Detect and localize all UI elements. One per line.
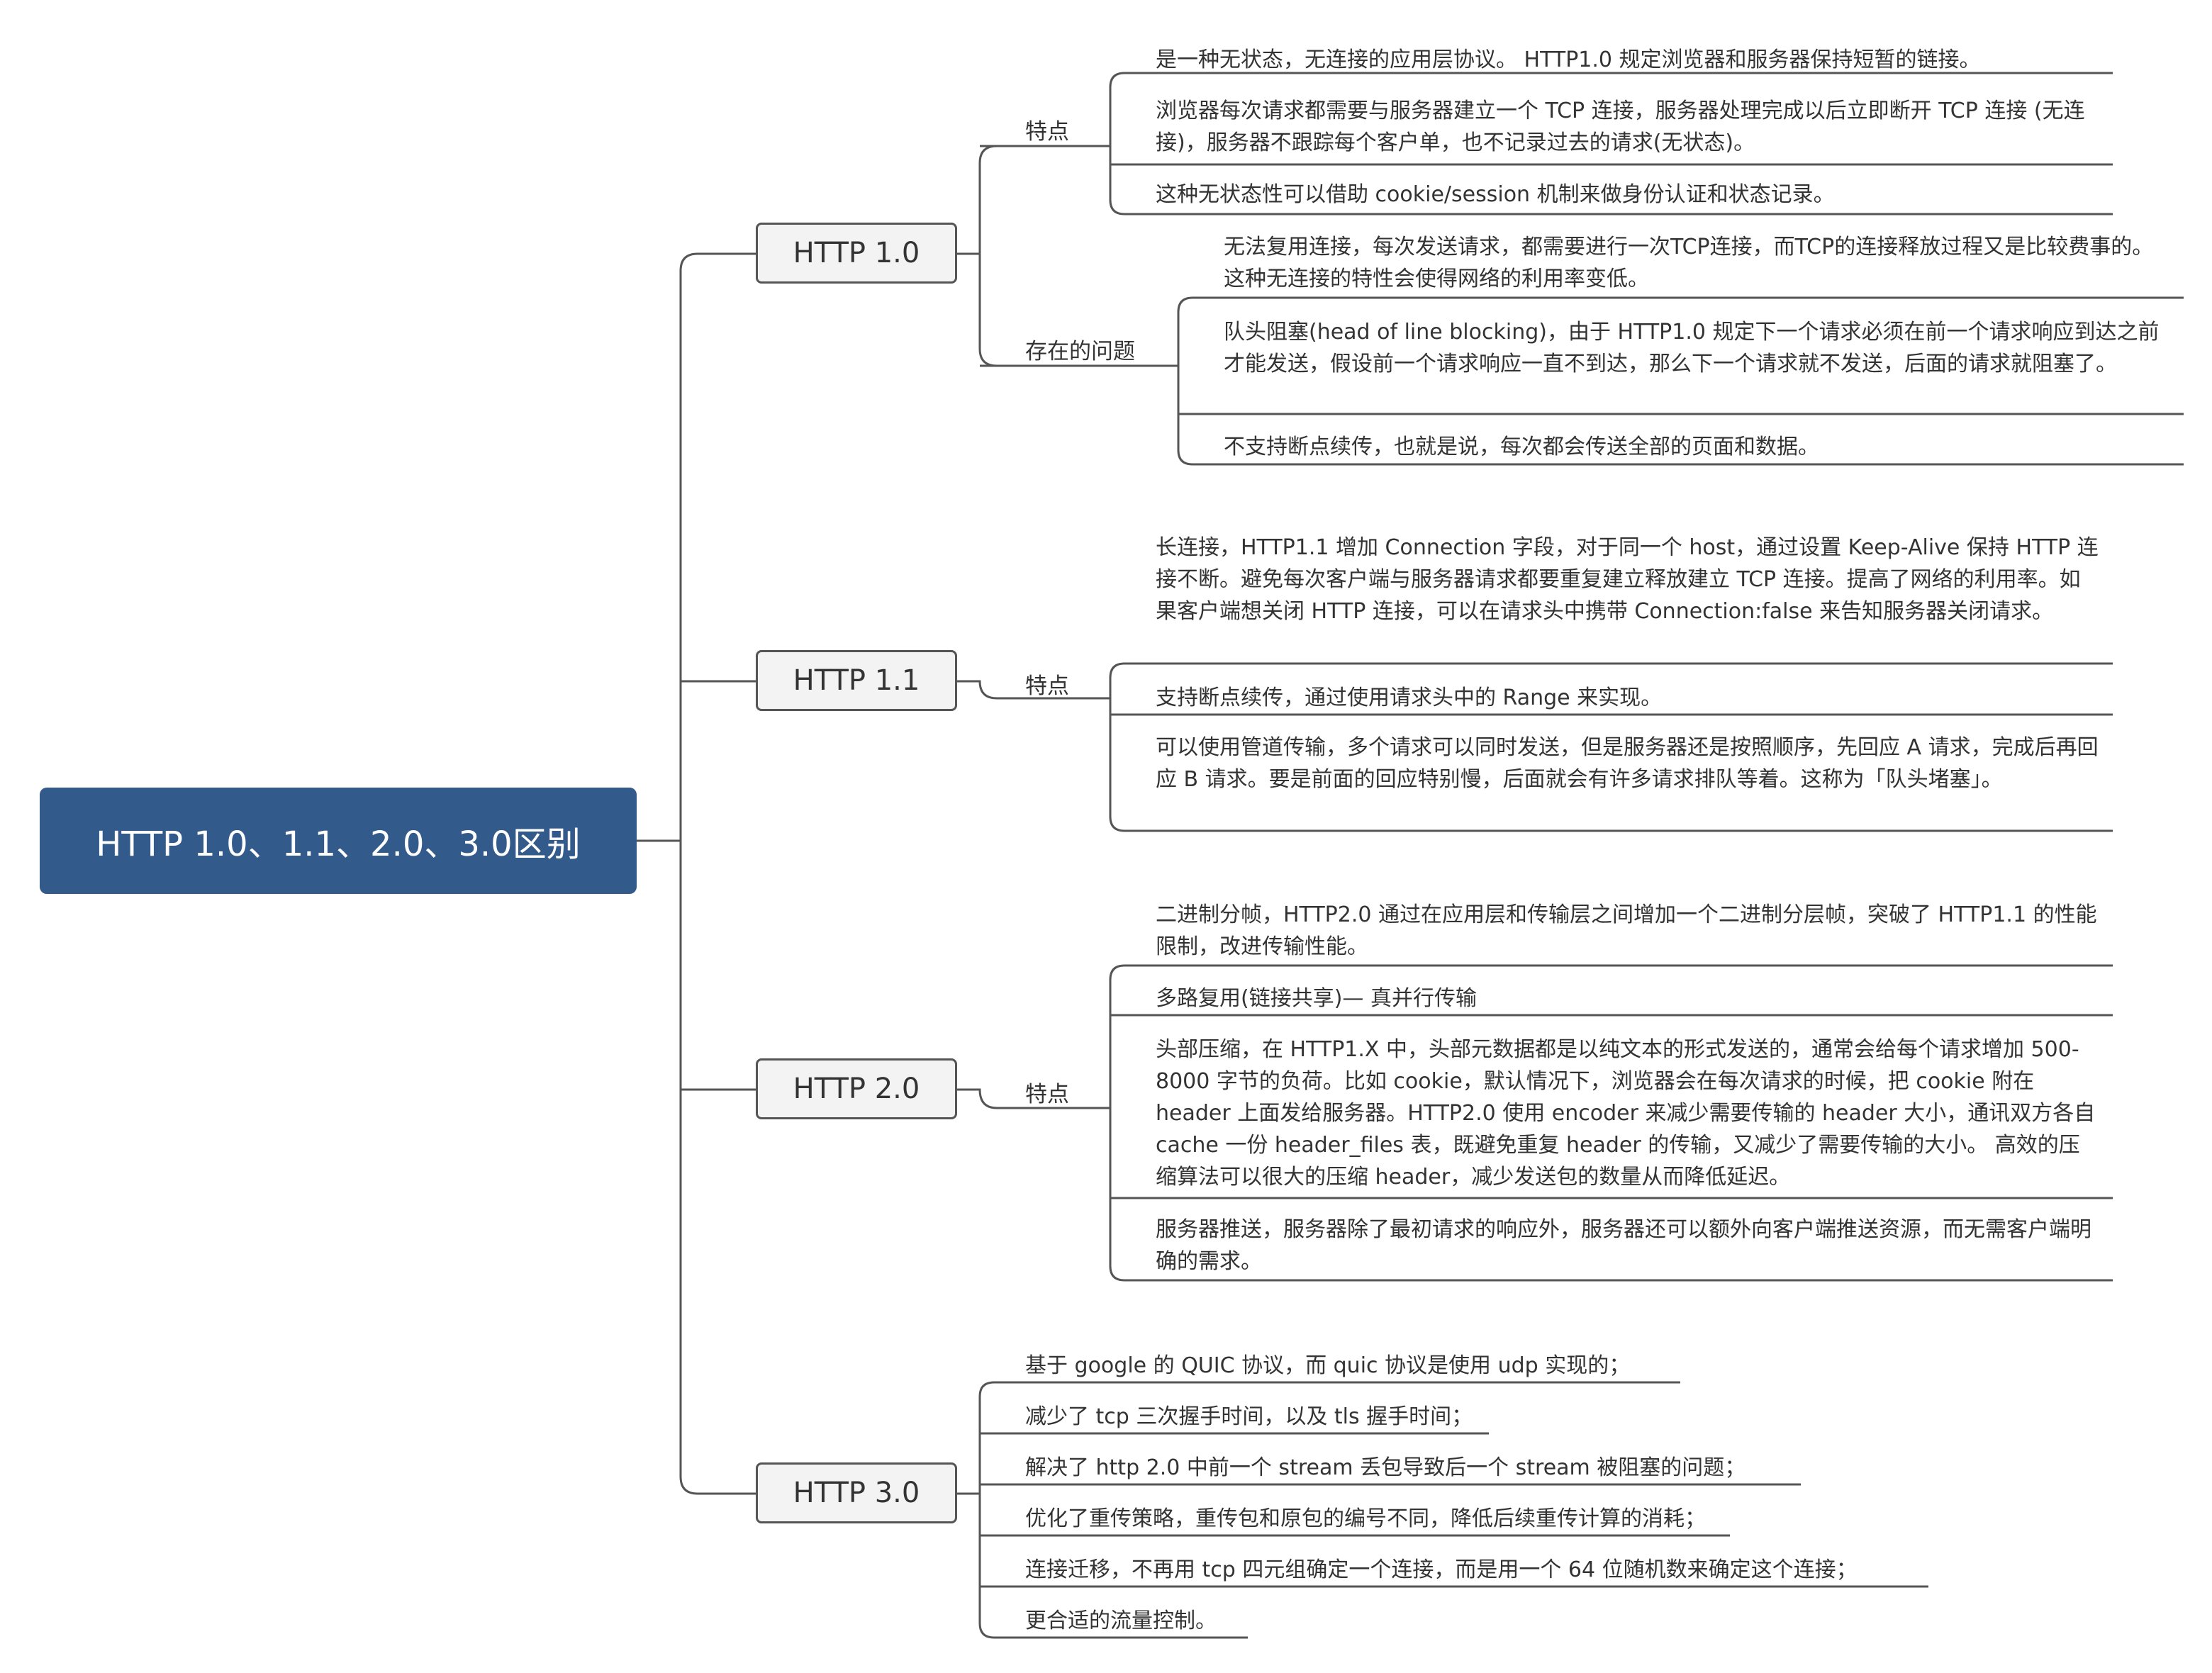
http20-features-label[interactable]: 特点 [1025,1082,1069,1107]
http20-feature-2[interactable]: 多路复用(链接共享)— 真并行传输 [1156,986,1477,1011]
http11-features-bracket-branch-2 [1109,816,2113,832]
http30-item-4[interactable]: 优化了重传策略，重传包和原包的编号不同，降低后续重传计算的消耗； [1025,1506,1706,1531]
http11-feature-3[interactable]: 可以使用管道传输，多个请求可以同时发送，但是服务器还是按照顺序，先回应 A 请求… [1156,735,2099,792]
http20-feature-4[interactable]: 服务器推送，服务器除了最初请求的响应外，服务器还可以额外向客户端推送资源，而无需… [1156,1217,2091,1274]
http30-bracket-branch-0 [978,1381,1021,1397]
http10-problems-bracket-branch-0 [1177,296,2184,313]
http10-features-label[interactable]: 特点 [1025,119,1069,145]
http10-bracket-branch-1 [978,348,1017,367]
http10-feature-3[interactable]: 这种无状态性可以借助 cookie/session 机制来做身份认证和状态记录。 [1156,182,1835,207]
http10-problems-bracket-branch-2 [1177,449,2184,466]
node-http30-label: HTTP 3.0 [793,1477,920,1509]
http30-item-5[interactable]: 连接迁移，不再用 tcp 四元组确定一个连接，而是用一个 64 位随机数来确定这… [1025,1557,1858,1582]
http20-connector [957,1088,1110,1109]
node-http20-label: HTTP 2.0 [793,1073,920,1105]
node-http10[interactable]: HTTP 1.0 [756,223,957,284]
node-http10-label: HTTP 1.0 [793,237,920,269]
http10-problem-2[interactable]: 队头阻塞(head of line blocking)，由于 HTTP1.0 规… [1224,320,2160,376]
node-http11-label: HTTP 1.1 [793,664,920,697]
http10-features-bracket-branch-2 [1109,199,2113,216]
root-bracket-branch-0 [679,252,756,272]
http10-feature-1[interactable]: 是一种无状态，无连接的应用层协议。 HTTP1.0 规定浏览器和服务器保持短暂的… [1156,47,1981,72]
http10-features-bracket-branch-0 [1109,72,2113,88]
http20-feature-1[interactable]: 二进制分帧，HTTP2.0 通过在应用层和传输层之间增加一个二进制分层帧，突破了… [1156,902,2097,959]
http30-item-3[interactable]: 解决了 http 2.0 中前一个 stream 丢包导致后一个 stream … [1025,1455,1746,1480]
http11-connector [957,680,1110,700]
http10-bracket-branch-0 [978,145,1017,164]
root-topic[interactable]: HTTP 1.0、1.1、2.0、3.0区别 [40,788,637,894]
http10-problems-label[interactable]: 存在的问题 [1025,339,1135,364]
http11-features-label[interactable]: 特点 [1025,673,1069,699]
http30-bracket-branch-5 [978,1623,1021,1639]
http10-problem-1[interactable]: 无法复用连接，每次发送请求，都需要进行一次TCP连接，而TCP的连接释放过程又是… [1224,235,2154,291]
http20-features-bracket-branch-0 [1109,964,2113,980]
http30-item-2[interactable]: 减少了 tcp 三次握手时间，以及 tls 握手时间； [1025,1404,1473,1429]
http11-features-bracket-branch-0 [1109,662,2113,678]
node-http20[interactable]: HTTP 2.0 [756,1058,957,1119]
root-bracket-branch-3 [679,1476,756,1495]
http10-problem-3[interactable]: 不支持断点续传，也就是说，每次都会传送全部的页面和数据。 [1224,435,1819,459]
http20-features-bracket-branch-3 [1109,1265,2113,1282]
root-topic-label: HTTP 1.0、1.1、2.0、3.0区别 [96,824,581,864]
http30-item-1[interactable]: 基于 google 的 QUIC 协议，而 quic 协议是使用 udp 实现的… [1025,1353,1631,1378]
node-http11[interactable]: HTTP 1.1 [756,650,957,711]
http11-feature-1[interactable]: 长连接，HTTP1.1 增加 Connection 字段，对于同一个 host，… [1156,535,2099,624]
http10-feature-2[interactable]: 浏览器每次请求都需要与服务器建立一个 TCP 连接，服务器处理完成以后立即断开 … [1156,99,2085,155]
node-http30[interactable]: HTTP 3.0 [756,1462,957,1523]
http20-feature-3[interactable]: 头部压缩，在 HTTP1.X 中，头部元数据都是以纯文本的形式发送的，通常会给每… [1156,1037,2096,1190]
http30-item-6[interactable]: 更合适的流量控制。 [1025,1608,1217,1633]
http11-feature-2[interactable]: 支持断点续传，通过使用请求头中的 Range 来实现。 [1156,686,1663,710]
